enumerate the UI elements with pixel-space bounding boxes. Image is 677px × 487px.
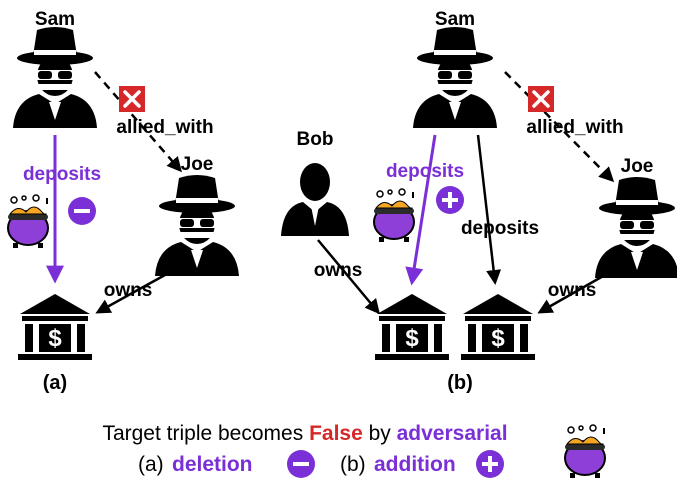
caption-addition: addition <box>374 453 456 476</box>
pot-icon <box>7 194 49 249</box>
caption-adversarial: adversarial <box>397 422 508 445</box>
caption-by: by <box>363 422 397 445</box>
bob-label-b: Bob <box>297 129 334 150</box>
deposits-purple-edge-b <box>405 134 437 286</box>
caption-line-1: Target triple becomes False by adversari… <box>102 422 507 445</box>
owns-edge-a <box>95 273 166 314</box>
joe-label-a: Joe <box>181 154 214 175</box>
cross-icon <box>117 84 147 114</box>
owns-joe-label-b: owns <box>548 280 597 301</box>
sam-label-a: Sam <box>35 9 75 30</box>
deposits-label-a: deposits <box>23 164 101 185</box>
caption-b: (b) <box>340 453 366 476</box>
person-icon <box>281 163 349 236</box>
allied-edge-a <box>94 71 182 173</box>
spy-icon <box>413 27 497 128</box>
deposits-black-edge-b <box>476 134 502 285</box>
allied-label-a: allied_with <box>116 117 213 138</box>
spy-icon <box>13 27 97 128</box>
bank-icon <box>18 294 92 360</box>
caption-a: (a) <box>138 453 164 476</box>
bank-icon <box>461 294 535 360</box>
joe-label-b: Joe <box>621 156 654 177</box>
allied-label-b: allied_with <box>526 117 623 138</box>
owns-label-a: owns <box>104 280 153 301</box>
minus-icon <box>287 450 315 478</box>
cross-icon <box>526 84 556 114</box>
plus-icon <box>476 450 504 478</box>
panel-b-tag: (b) <box>447 372 473 394</box>
spy-icon <box>595 177 677 278</box>
caption-deletion: deletion <box>172 453 253 476</box>
owns-bob-label-b: owns <box>314 260 363 281</box>
minus-icon <box>68 197 96 225</box>
allied-edge-b <box>504 71 615 183</box>
panel-a-tag: (a) <box>43 372 67 394</box>
sam-label-b: Sam <box>435 9 475 30</box>
owns-bob-edge-b <box>317 239 380 315</box>
owns-joe-edge-b <box>537 273 606 314</box>
caption-false: False <box>309 422 363 445</box>
caption-prefix: Target triple becomes <box>102 422 309 445</box>
pot-icon <box>373 188 415 243</box>
spy-icon <box>155 175 239 276</box>
deposits-black-label-b: deposits <box>461 218 539 239</box>
pot-icon <box>564 424 606 479</box>
bank-icon <box>375 294 449 360</box>
deposits-purple-label-b: deposits <box>386 161 464 182</box>
plus-icon <box>436 186 464 214</box>
